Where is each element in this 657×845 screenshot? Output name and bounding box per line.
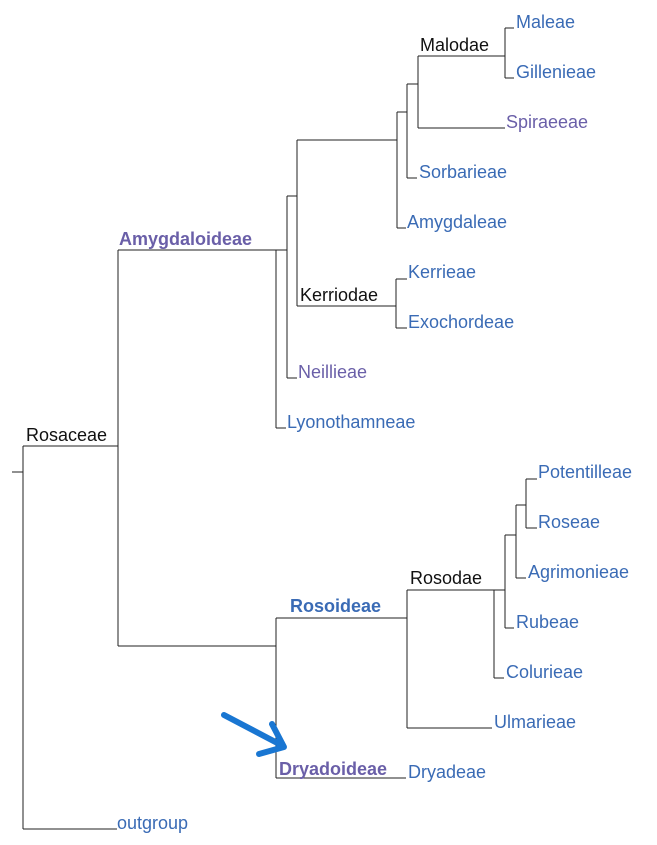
- leaf-kerrieae: Kerrieae: [408, 262, 476, 282]
- leaf-colurieae: Colurieae: [506, 662, 583, 682]
- leaf-maleae: Maleae: [516, 12, 575, 32]
- label-amygdaloideae: Amygdaloideae: [119, 229, 252, 249]
- tree-edges: [12, 27, 537, 830]
- label-rosaceae: Rosaceae: [26, 425, 107, 445]
- leaf-potentilleae: Potentilleae: [538, 462, 632, 482]
- label-rosodae: Rosodae: [410, 568, 482, 588]
- label-malodae: Malodae: [420, 35, 489, 55]
- leaf-ulmarieae: Ulmarieae: [494, 712, 576, 732]
- leaf-amygdaleae: Amygdaleae: [407, 212, 507, 232]
- label-kerriodae: Kerriodae: [300, 285, 378, 305]
- leaf-outgroup: outgroup: [117, 813, 188, 833]
- leaf-exochordeae: Exochordeae: [408, 312, 514, 332]
- leaf-roseae: Roseae: [538, 512, 600, 532]
- leaf-dryadeae: Dryadeae: [408, 762, 486, 782]
- arrow-icon: [221, 712, 287, 757]
- leaf-sorbarieae: Sorbarieae: [419, 162, 507, 182]
- clade-labels: Rosaceae Amygdaloideae Rosoideae Dryadoi…: [26, 35, 489, 779]
- leaf-gillenieae: Gillenieae: [516, 62, 596, 82]
- leaf-labels: Maleae Gillenieae Spiraeeae Sorbarieae A…: [117, 12, 632, 833]
- leaf-agrimonieae: Agrimonieae: [528, 562, 629, 582]
- label-rosoideae: Rosoideae: [290, 596, 381, 616]
- leaf-neillieae: Neillieae: [298, 362, 367, 382]
- leaf-lyonothamneae: Lyonothamneae: [287, 412, 415, 432]
- leaf-rubeae: Rubeae: [516, 612, 579, 632]
- leaf-spiraeeae: Spiraeeae: [506, 112, 588, 132]
- label-dryadoideae: Dryadoideae: [279, 759, 387, 779]
